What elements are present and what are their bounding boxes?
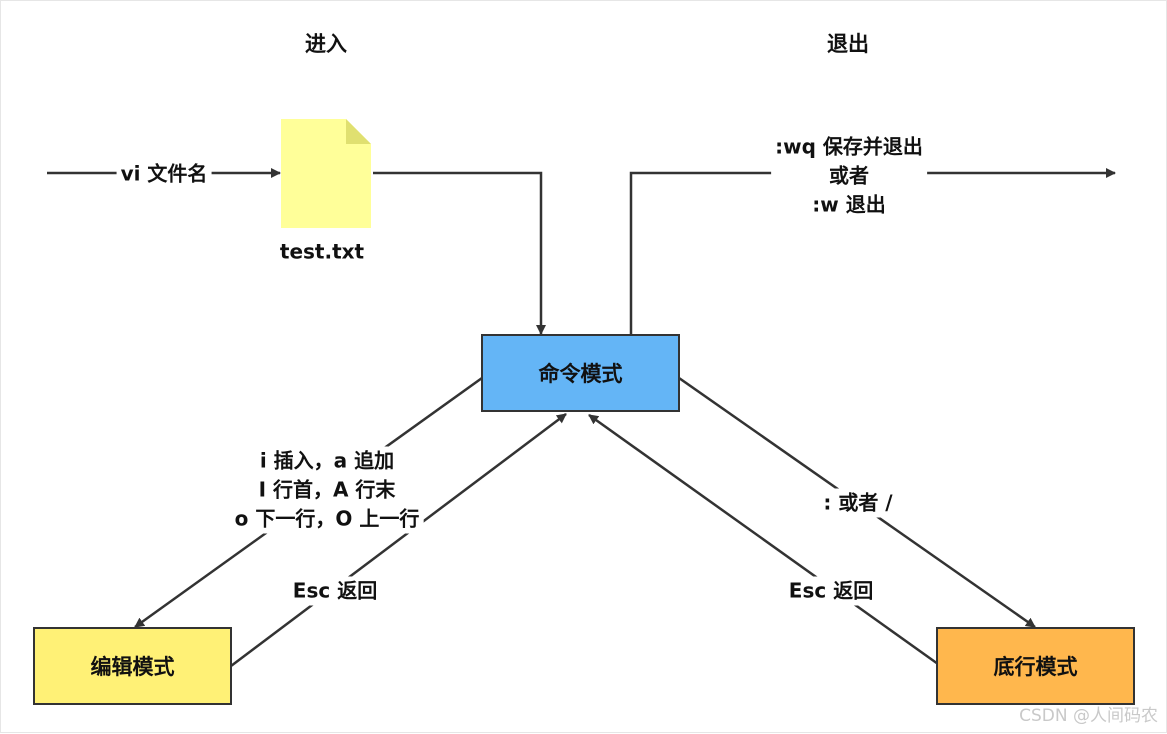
label-save-quit-line3: :w 退出 [812,192,886,217]
label-insert-line1: i 插入，a 追加 [259,448,395,473]
edge-file-to-command [373,171,546,335]
header-enter: 进入 [305,32,347,56]
label-insert-commands: i 插入，a 追加 I 行首，A 行末 o 下一行，O 上一行 [230,446,424,534]
edit-mode-box: 编辑模式 [33,627,232,705]
label-colon: : 或者 / [819,488,897,518]
edge-edit-to-command [230,413,567,667]
header-exit: 退出 [827,32,869,56]
label-open-file: vi 文件名 [116,159,212,189]
edge-command-exit [629,168,1116,334]
label-insert-line2: I 行首，A 行末 [258,477,396,502]
command-mode-box: 命令模式 [481,334,680,412]
file-icon [281,119,371,228]
lastline-mode-label: 底行模式 [993,655,1078,679]
label-esc-right: Esc 返回 [784,576,878,606]
label-save-quit-line2: 或者 [828,163,869,188]
watermark: CSDN @人间码农 [1019,706,1158,726]
edit-mode-label: 编辑模式 [90,655,175,679]
command-mode-label: 命令模式 [538,362,623,386]
label-esc-left: Esc 返回 [288,576,382,606]
file-name: test.txt [279,239,365,264]
edge-lastline-to-command [588,413,939,666]
lastline-mode-box: 底行模式 [936,627,1135,705]
label-insert-line3: o 下一行，O 上一行 [234,506,420,531]
label-save-quit-line1: :wq 保存并退出 [775,134,923,159]
label-save-quit: :wq 保存并退出 或者 :w 退出 [771,132,927,220]
